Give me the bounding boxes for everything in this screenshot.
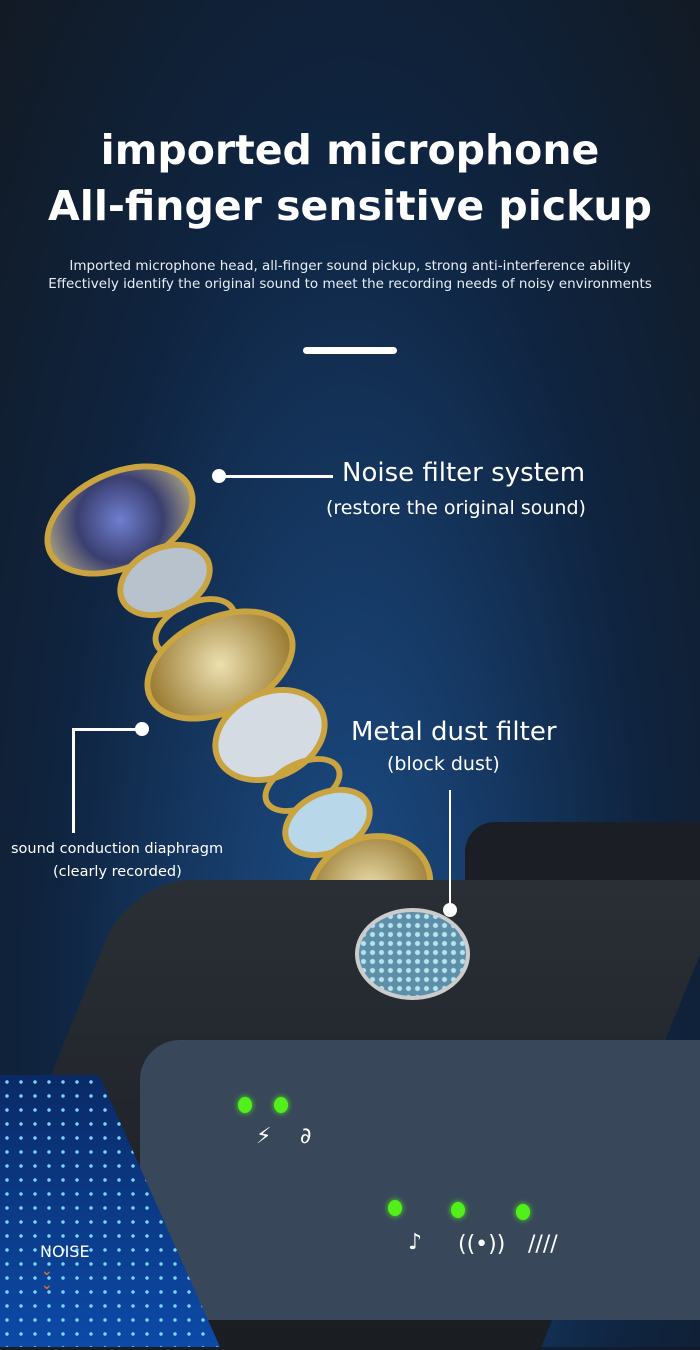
callout-line xyxy=(449,790,451,905)
status-led xyxy=(388,1200,402,1216)
callout-line xyxy=(72,728,75,833)
callout-line xyxy=(220,475,333,478)
heading-line-2: All-finger sensitive pickup xyxy=(48,182,652,230)
device-panel xyxy=(140,1040,700,1320)
description-line-2: Effectively identify the original sound … xyxy=(48,276,652,292)
noise-label: NOISE xyxy=(40,1242,90,1261)
callout-dot xyxy=(443,903,457,917)
callout-dot xyxy=(212,469,226,483)
charging-icon: ⚡ xyxy=(256,1124,272,1149)
metal-filter-subtitle: (block dust) xyxy=(387,753,500,775)
description-line-1: Imported microphone head, all-finger sou… xyxy=(69,258,631,274)
broadcast-icon: ((•)) xyxy=(458,1232,506,1257)
divider xyxy=(303,347,397,354)
diaphragm-subtitle: (clearly recorded) xyxy=(53,864,182,880)
noise-reduction-icon: //// xyxy=(528,1232,558,1257)
noise-filter-title: Noise filter system xyxy=(342,458,586,488)
callout-line xyxy=(73,728,141,731)
status-led xyxy=(274,1097,288,1113)
metal-filter-title: Metal dust filter xyxy=(351,717,557,747)
status-led xyxy=(516,1204,530,1220)
status-led xyxy=(238,1097,252,1113)
status-led xyxy=(451,1202,465,1218)
pairing-icon: ∂ xyxy=(300,1124,312,1149)
music-icon: ♪ xyxy=(408,1230,423,1255)
heading-line-1: imported microphone xyxy=(100,126,600,174)
metal-dust-filter-grille xyxy=(355,908,470,1000)
noise-filter-subtitle: (restore the original sound) xyxy=(326,497,586,519)
chevron-down-icon: ⌄⌄ xyxy=(41,1263,53,1293)
diaphragm-title: sound conduction diaphragm xyxy=(11,841,224,857)
callout-dot xyxy=(135,722,149,736)
